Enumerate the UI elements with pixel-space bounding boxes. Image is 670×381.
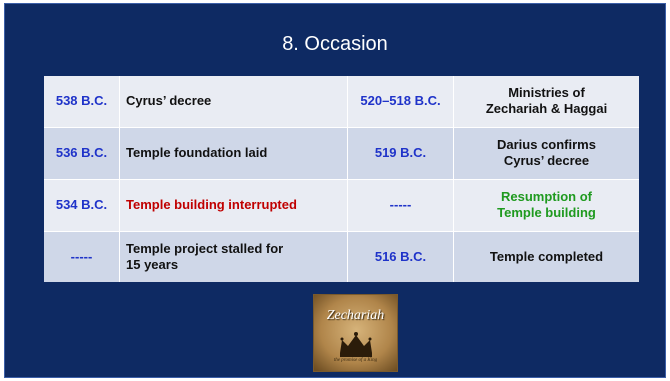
event-cell: Ministries of Zechariah & Haggai (454, 76, 639, 128)
table-row: 536 B.C. Temple foundation laid 519 B.C.… (44, 127, 639, 180)
slide-title: 8. Occasion (282, 33, 388, 55)
event-cell: Temple foundation laid (120, 127, 348, 180)
timeline-table: 538 B.C. Cyrus’ decree 520–518 B.C. Mini… (44, 76, 639, 282)
event-cell: Temple building interrupted (120, 179, 348, 232)
date-cell: 538 B.C. (44, 76, 120, 128)
date-cell: 516 B.C. (348, 231, 454, 282)
date-cell: 536 B.C. (44, 127, 120, 180)
date-cell: ----- (44, 231, 120, 282)
date-cell: 519 B.C. (348, 127, 454, 180)
timeline-table-container: 538 B.C. Cyrus’ decree 520–518 B.C. Mini… (44, 76, 639, 282)
event-line: Darius confirms (497, 137, 596, 153)
event-cell: Darius confirms Cyrus’ decree (454, 127, 639, 180)
event-cell: Resumption of Temple building (454, 179, 639, 232)
event-cell: Cyrus’ decree (120, 76, 348, 128)
event-line: 15 years (126, 256, 179, 272)
book-title: Zechariah (326, 308, 385, 323)
event-line: Temple project stalled for (126, 240, 284, 256)
table-row: 538 B.C. Cyrus’ decree 520–518 B.C. Mini… (44, 76, 639, 128)
event-line: Cyrus’ decree (503, 153, 590, 169)
date-cell: 520–518 B.C. (348, 76, 454, 128)
table-row: 534 B.C. Temple building interrupted ---… (44, 179, 639, 232)
event-line: Ministries of (508, 85, 585, 101)
zechariah-book-image: Zechariah the promise of a King (313, 294, 398, 372)
event-cell: Temple project stalled for 15 years (120, 231, 348, 282)
date-cell: 534 B.C. (44, 179, 120, 232)
table-row: ----- Temple project stalled for 15 year… (44, 231, 639, 282)
event-line: Zechariah & Haggai (485, 101, 608, 117)
event-cell: Temple completed (454, 231, 639, 282)
event-line: Resumption of (501, 188, 592, 204)
event-line: Temple building (497, 205, 596, 221)
book-subtitle: the promise of a King (333, 358, 378, 363)
slide: 8. Occasion 538 B.C. Cyrus’ decree 520–5… (4, 3, 666, 378)
crown-icon (340, 332, 372, 357)
date-cell: ----- (348, 179, 454, 232)
